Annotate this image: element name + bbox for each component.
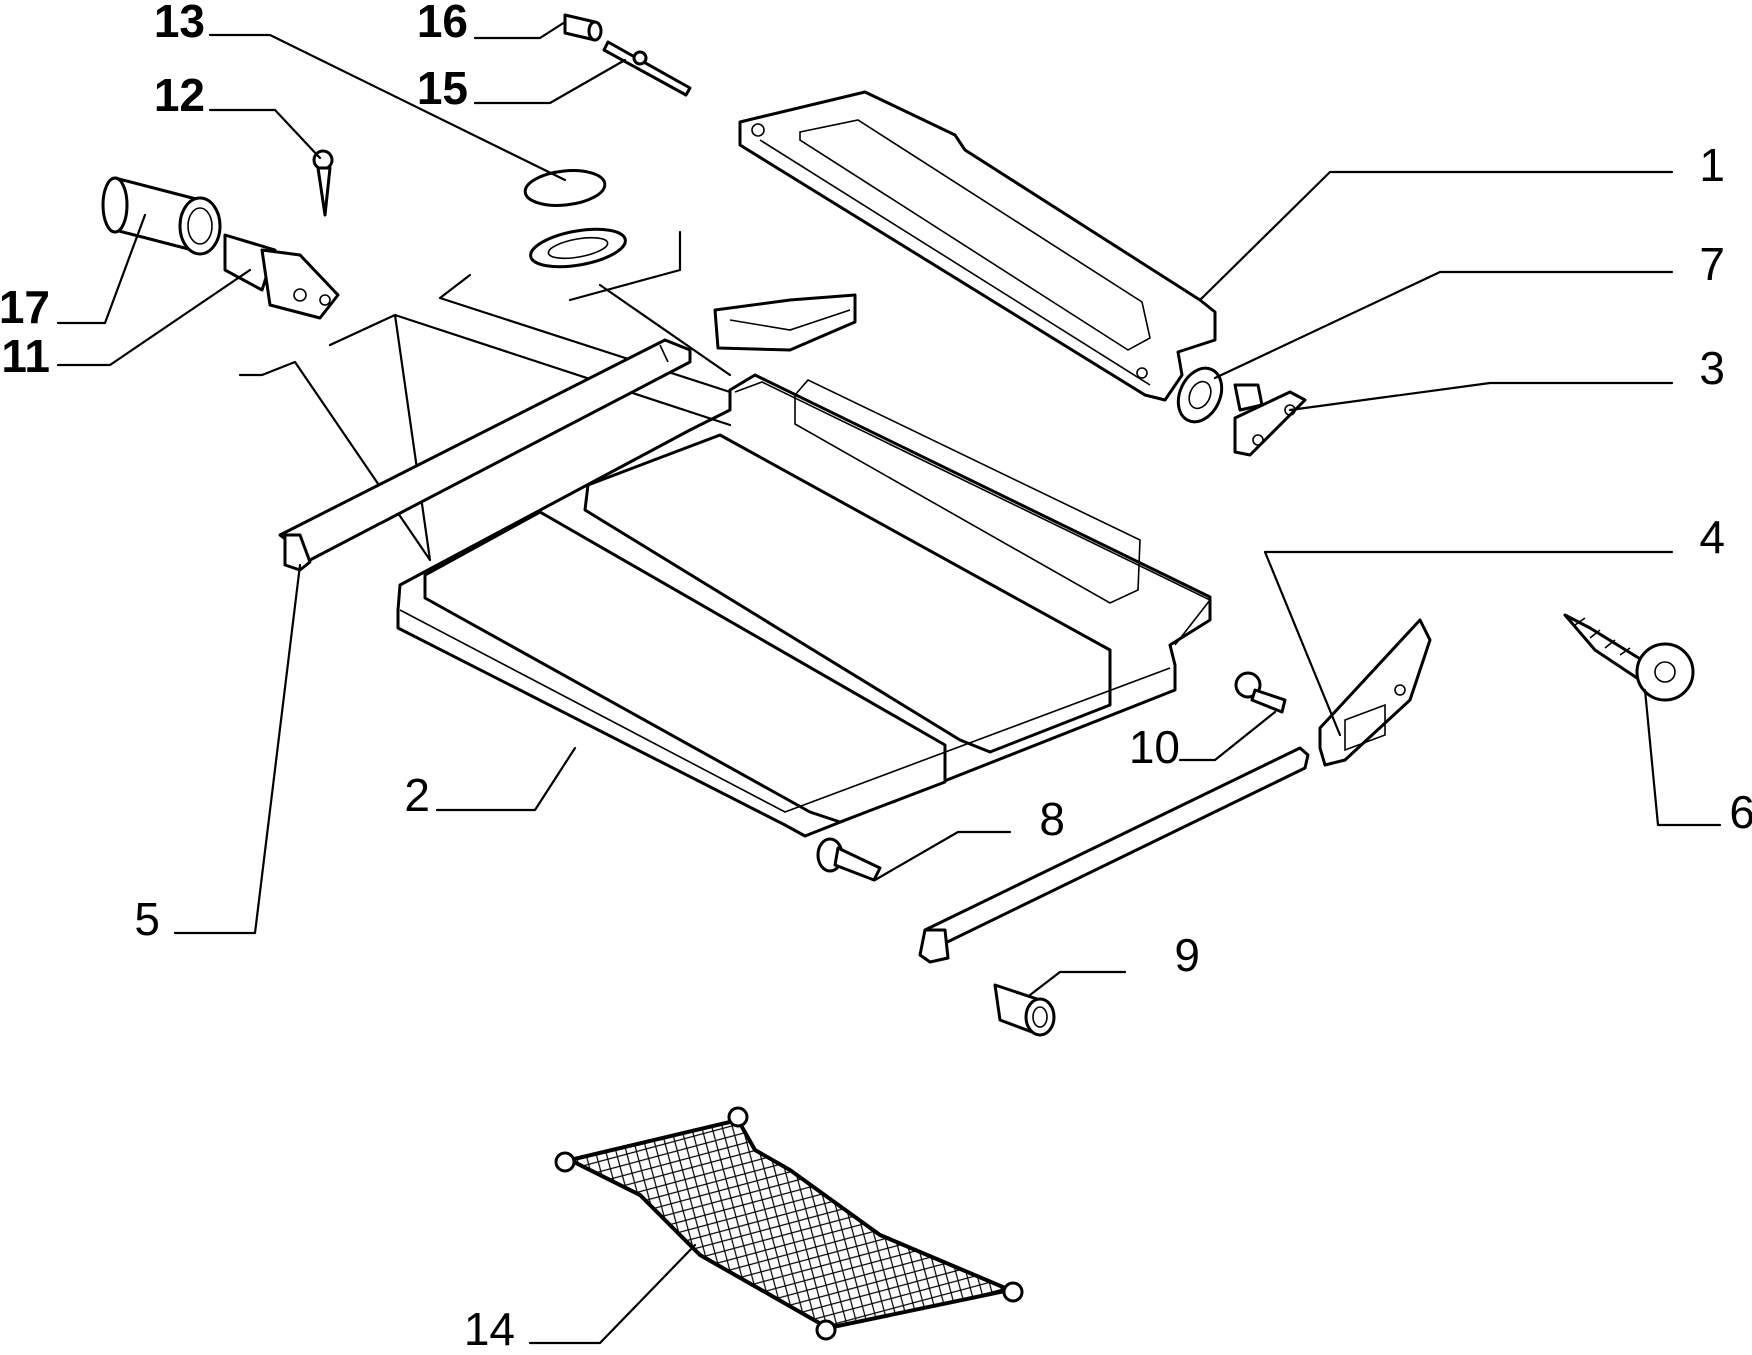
callout-7: 7 bbox=[1699, 238, 1725, 290]
part-13-grommets bbox=[523, 169, 627, 269]
leader-15 bbox=[473, 58, 627, 105]
callout-12: 12 bbox=[154, 69, 205, 121]
leader-lines-group bbox=[238, 230, 732, 562]
callout-11: 11 bbox=[1, 330, 50, 382]
part-4-clip-block bbox=[713, 293, 857, 352]
part-17-tube bbox=[101, 176, 222, 256]
part-16-sleeve bbox=[563, 13, 603, 42]
part-6-screw bbox=[1563, 613, 1695, 702]
part-15-pin bbox=[602, 40, 692, 97]
callout-8: 8 bbox=[1039, 793, 1065, 845]
callout-16: 16 bbox=[417, 0, 468, 47]
leader-17 bbox=[56, 213, 147, 325]
part-8-bolt bbox=[816, 837, 882, 882]
callout-15: 15 bbox=[417, 62, 468, 114]
callout-5: 5 bbox=[134, 893, 160, 945]
leader-8 bbox=[873, 830, 1012, 882]
leader-13 bbox=[208, 33, 567, 182]
leader-12 bbox=[208, 108, 322, 160]
callout-10: 10 bbox=[1129, 721, 1180, 773]
part-3-bracket bbox=[1233, 383, 1307, 457]
part-4-bracket-right bbox=[1318, 618, 1432, 767]
part-1-upper-shelf-panel bbox=[738, 90, 1217, 402]
leader-7 bbox=[1213, 270, 1674, 380]
leader-9 bbox=[1028, 970, 1127, 997]
leader-1 bbox=[1198, 170, 1674, 302]
callout-17: 17 bbox=[0, 281, 50, 333]
leader-5 bbox=[173, 563, 302, 935]
part-14-cargo-net bbox=[554, 1106, 1024, 1341]
part-11-hinge-pin bbox=[223, 233, 340, 320]
callout-14: 14 bbox=[464, 1303, 515, 1355]
callout-1: 1 bbox=[1699, 139, 1725, 191]
callout-leaders bbox=[56, 20, 1722, 1345]
leader-10 bbox=[1178, 710, 1277, 762]
callout-9: 9 bbox=[1174, 929, 1200, 981]
part-4-support-strip-top bbox=[278, 338, 692, 572]
leader-16 bbox=[473, 20, 567, 40]
part-9-bushing bbox=[993, 983, 1056, 1037]
part-12-screw bbox=[312, 149, 334, 217]
leader-6 bbox=[1643, 688, 1722, 827]
part-5-support-strip-bottom bbox=[918, 746, 1310, 964]
part-7-retainer-clip bbox=[1176, 366, 1224, 424]
part-2-main-shelf bbox=[396, 373, 1212, 838]
leader-14 bbox=[528, 1243, 697, 1345]
leader-3 bbox=[1288, 381, 1674, 412]
callout-3: 3 bbox=[1699, 342, 1725, 394]
leader-11 bbox=[56, 268, 252, 367]
part-10-bolt bbox=[1234, 671, 1287, 714]
callout-13: 13 bbox=[154, 0, 205, 47]
callout-2: 2 bbox=[404, 769, 430, 821]
leader-4 bbox=[1263, 550, 1674, 737]
callout-6: 6 bbox=[1729, 786, 1752, 838]
leader-2 bbox=[435, 746, 577, 812]
callout-4: 4 bbox=[1699, 511, 1725, 563]
